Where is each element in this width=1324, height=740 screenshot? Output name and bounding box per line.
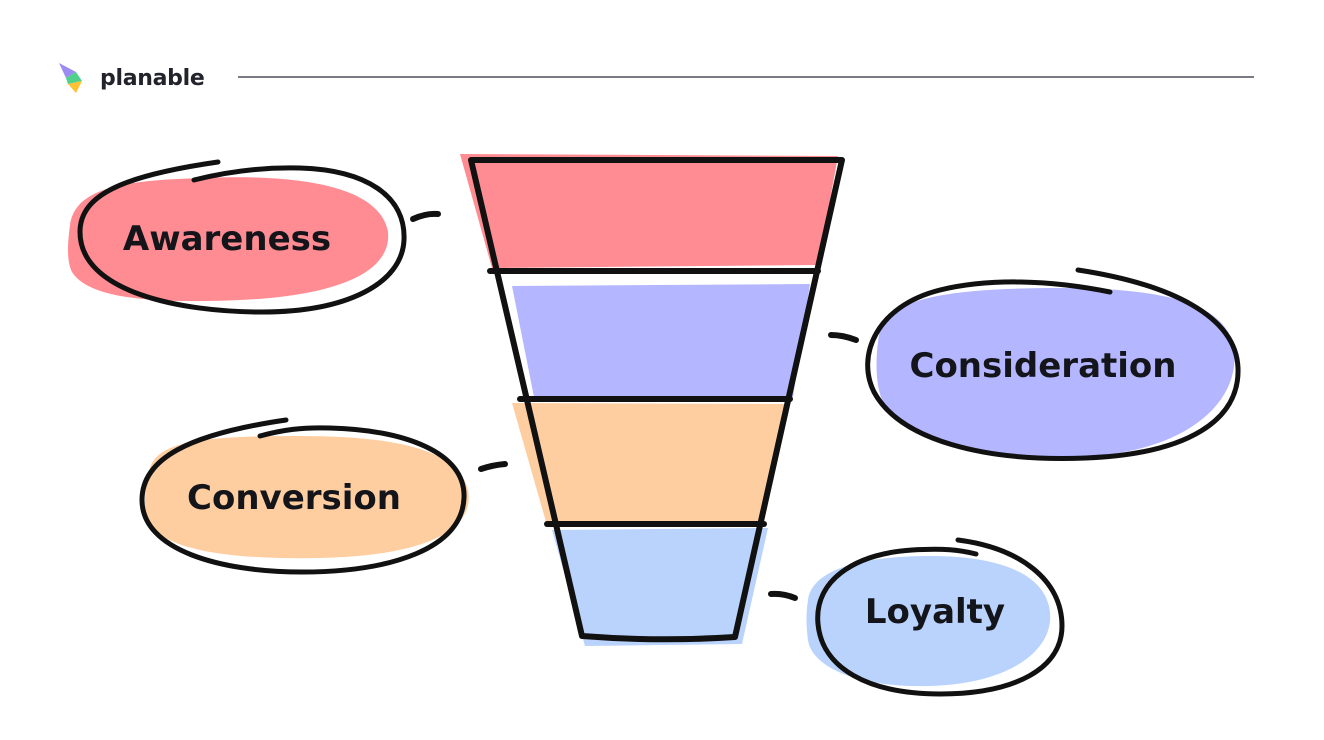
header-divider	[238, 76, 1254, 78]
planable-logo-icon	[59, 63, 82, 93]
brand-logo: planable	[56, 58, 205, 98]
funnel-fill-conversion	[512, 403, 790, 522]
stage-label-consideration: Consideration	[910, 346, 1177, 386]
brand-name: planable	[100, 65, 205, 91]
funnel-fill-loyalty	[552, 528, 768, 646]
connector-loyalty	[768, 590, 798, 601]
connector-conversion	[478, 461, 508, 472]
funnel-fill-consideration	[512, 284, 810, 397]
funnel-fill-awareness	[460, 154, 838, 268]
stage-label-conversion: Conversion	[187, 478, 401, 518]
stage-label-loyalty: Loyalty	[865, 592, 1005, 632]
stage-bubble-consideration: Consideration	[865, 267, 1241, 461]
funnel-outline	[468, 157, 845, 643]
stage-bubble-loyalty: Loyalty	[806, 537, 1065, 697]
stage-label-awareness: Awareness	[123, 219, 331, 259]
connector-consideration	[828, 332, 859, 343]
stage-bubble-conversion: Conversion	[139, 417, 469, 575]
connector-dashes	[410, 210, 859, 601]
connector-awareness	[410, 210, 441, 222]
stage-bubble-awareness: Awareness	[68, 159, 407, 315]
funnel-fills	[460, 154, 838, 646]
